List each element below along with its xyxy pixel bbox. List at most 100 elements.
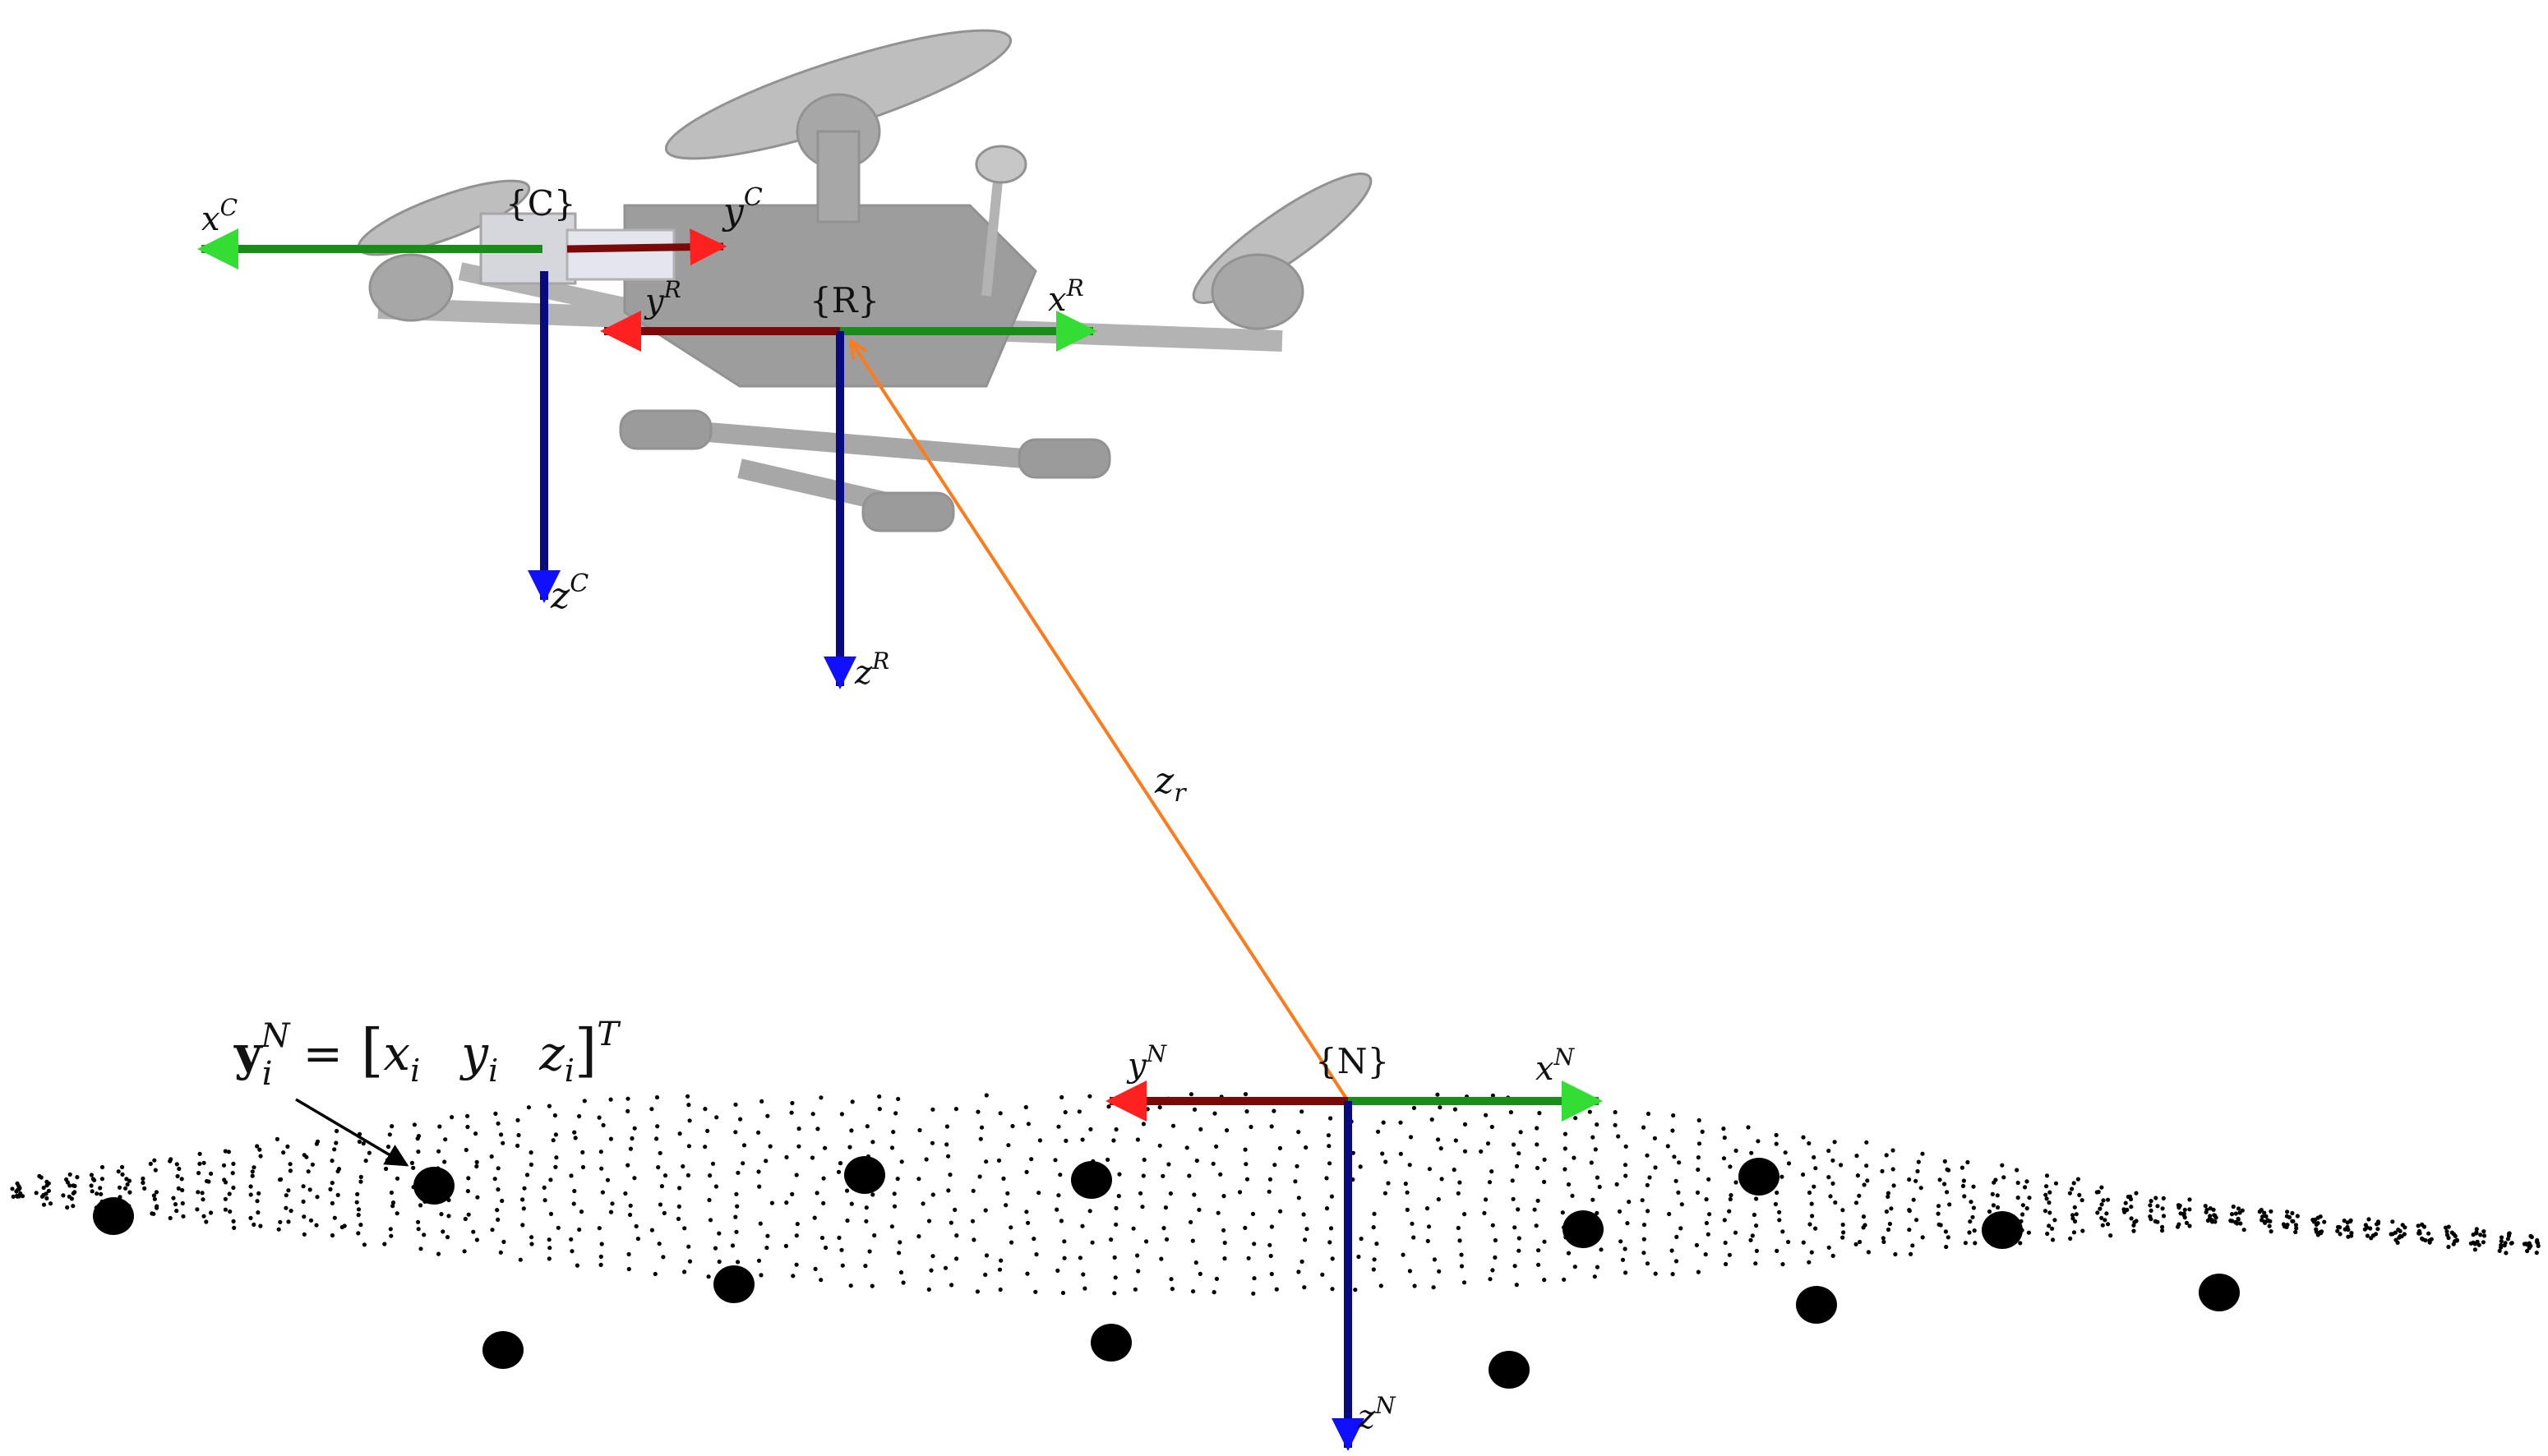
cloud-point: [579, 1209, 584, 1214]
cloud-point: [1023, 1104, 1028, 1110]
cloud-point: [608, 1097, 613, 1102]
cloud-point: [1252, 1276, 1257, 1281]
cloud-point: [2295, 1214, 2300, 1219]
cloud-point: [2375, 1227, 2380, 1232]
cloud-point: [1427, 1167, 1432, 1172]
cloud-point: [756, 1130, 761, 1135]
cloud-point: [390, 1204, 395, 1209]
cloud-point: [1064, 1138, 1069, 1143]
cloud-point: [954, 1256, 959, 1261]
cloud-point: [1080, 1137, 1085, 1142]
cloud-point: [845, 1188, 850, 1193]
cloud-point: [899, 1159, 904, 1164]
cloud-point: [250, 1173, 255, 1178]
cloud-point: [1457, 1238, 1462, 1243]
cloud-point: [275, 1136, 279, 1141]
cloud-point: [465, 1124, 470, 1130]
cloud-point: [120, 1172, 125, 1177]
cloud-point: [123, 1186, 128, 1191]
cloud-point: [1907, 1209, 1912, 1214]
cloud-point: [717, 1231, 722, 1236]
cloud-point: [1942, 1182, 1947, 1186]
cloud-point: [14, 1189, 19, 1194]
cloud-point: [436, 1149, 441, 1154]
cloud-point: [474, 1237, 480, 1242]
cloud-point: [315, 1195, 320, 1200]
cloud-point: [946, 1188, 951, 1193]
cloud-point: [2068, 1236, 2073, 1241]
cloud-point: [515, 1143, 520, 1148]
cloud-point: [206, 1179, 211, 1184]
cloud-point: [984, 1253, 990, 1258]
cloud-point: [889, 1145, 895, 1150]
cloud-point: [998, 1287, 1003, 1292]
cloud-point: [306, 1169, 311, 1174]
cloud-point: [2182, 1215, 2187, 1220]
cloud-point: [1398, 1151, 1403, 1156]
cloud-point: [463, 1216, 468, 1222]
cloud-point: [1646, 1209, 1650, 1214]
cloud-point: [422, 1233, 427, 1237]
cloud-point: [1653, 1165, 1658, 1170]
cloud-point: [1812, 1184, 1816, 1189]
axis-z-r-label: zR: [854, 647, 889, 692]
cloud-point: [2187, 1223, 2192, 1228]
cloud-point: [496, 1217, 501, 1222]
cloud-point: [1055, 1207, 1059, 1212]
cloud-point: [2020, 1212, 2025, 1217]
cloud-point: [1438, 1105, 1442, 1110]
cloud-point: [1960, 1183, 1966, 1188]
landmark-point: [2199, 1274, 2240, 1311]
cloud-point: [1623, 1270, 1628, 1275]
cloud-point: [1991, 1203, 1996, 1208]
cloud-point: [2499, 1235, 2504, 1240]
cloud-point: [2100, 1223, 2105, 1228]
cloud-point: [971, 1188, 976, 1193]
cloud-point: [1327, 1240, 1332, 1245]
cloud-point: [1237, 1190, 1243, 1195]
cloud-point: [1439, 1177, 1444, 1182]
cloud-point: [930, 1107, 935, 1112]
cloud-point: [954, 1233, 959, 1238]
cloud-point: [953, 1107, 958, 1112]
cloud-point: [605, 1177, 611, 1182]
cloud-point: [1024, 1169, 1029, 1174]
cloud-point: [1706, 1232, 1710, 1237]
cloud-point: [677, 1186, 682, 1191]
cloud-point: [1774, 1141, 1779, 1146]
point-cloud: [10, 1092, 2541, 1296]
cloud-point: [1536, 1262, 1541, 1267]
cloud-point: [176, 1186, 181, 1191]
cloud-point: [2106, 1197, 2111, 1202]
cloud-point: [1987, 1209, 1992, 1214]
cloud-point: [1724, 1261, 1729, 1267]
cloud-point: [151, 1193, 156, 1198]
cloud-point: [1920, 1151, 1925, 1156]
cloud-point: [2421, 1224, 2427, 1229]
cloud-point: [2047, 1210, 2052, 1215]
cloud-point: [223, 1207, 228, 1212]
cloud-point: [634, 1223, 639, 1228]
cloud-point: [1484, 1197, 1489, 1202]
cloud-point: [2018, 1241, 2023, 1246]
cloud-point: [2338, 1225, 2343, 1230]
cloud-point: [1839, 1163, 1844, 1168]
cloud-point: [1184, 1145, 1189, 1150]
cloud-point: [953, 1207, 958, 1212]
cloud-point: [1327, 1161, 1332, 1166]
cloud-point: [547, 1246, 552, 1251]
cloud-point: [465, 1189, 471, 1194]
cloud-point: [1452, 1107, 1457, 1112]
cloud-point: [1376, 1129, 1381, 1134]
cloud-point: [608, 1209, 614, 1214]
cloud-point: [1170, 1287, 1175, 1292]
cloud-point: [301, 1199, 306, 1204]
cloud-point: [2177, 1203, 2182, 1208]
cloud-point: [1436, 1137, 1441, 1142]
landmark-point: [1071, 1161, 1112, 1199]
cloud-point: [2160, 1224, 2165, 1229]
cloud-point: [582, 1099, 587, 1104]
cloud-point: [1801, 1172, 1806, 1177]
cloud-point: [95, 1191, 99, 1196]
cloud-point: [1727, 1252, 1732, 1257]
